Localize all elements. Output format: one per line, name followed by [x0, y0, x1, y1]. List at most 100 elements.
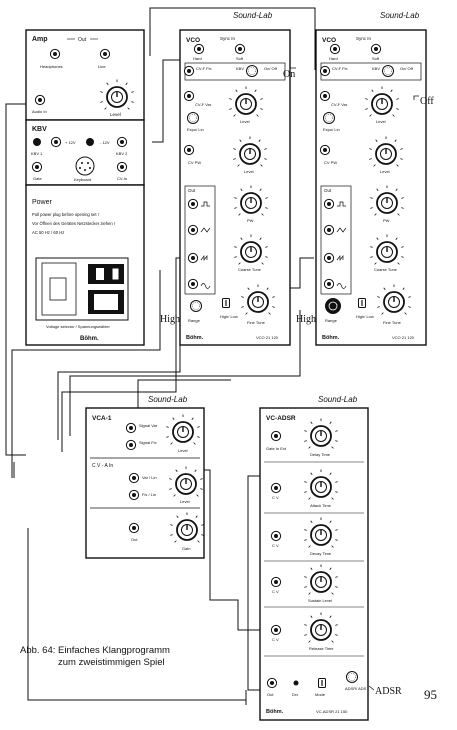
- svg-text:Sound-Lab: Sound-Lab: [148, 395, 188, 404]
- high-right-label: High: [296, 314, 316, 325]
- svg-text:CV PW: CV PW: [324, 160, 337, 165]
- svg-text:Voltage selector / Spannungswä: Voltage selector / Spannungswähler: [46, 324, 110, 329]
- soft-sync-jack[interactable]: [370, 43, 382, 55]
- gate-in-jack[interactable]: [270, 430, 282, 442]
- svg-text:Hard: Hard: [193, 56, 202, 61]
- svg-text:Sound-Lab: Sound-Lab: [233, 11, 273, 20]
- svg-text:Decay Time: Decay Time: [310, 551, 332, 556]
- svg-text:C V: C V: [272, 495, 279, 500]
- mode-switch[interactable]: [317, 677, 327, 689]
- page-number: 95: [424, 687, 437, 702]
- svg-text:Fine Tune: Fine Tune: [383, 320, 402, 325]
- svg-text:VCO: VCO: [186, 37, 200, 44]
- out-sine-jack[interactable]: [323, 278, 335, 290]
- cvf-fix-jack[interactable]: [319, 65, 331, 77]
- release-cv-jack[interactable]: [270, 624, 282, 636]
- svg-text:ADSR/ ADS: ADSR/ ADS: [345, 686, 367, 691]
- svg-text:Signal Var: Signal Var: [139, 423, 158, 428]
- cvf-var-jack[interactable]: [319, 90, 331, 102]
- cv-pw-jack[interactable]: [319, 144, 331, 156]
- svg-text:Range: Range: [325, 318, 338, 323]
- sustain-cv-jack[interactable]: [270, 576, 282, 588]
- cvin-jack[interactable]: [116, 161, 128, 173]
- out-tri-jack[interactable]: [323, 224, 335, 236]
- svg-text:Expo/ Lin: Expo/ Lin: [323, 127, 340, 132]
- svg-text:Out: Out: [131, 537, 138, 542]
- power-title: Power: [32, 199, 53, 206]
- headphones-jack[interactable]: [49, 48, 61, 60]
- svg-text:PW: PW: [383, 218, 390, 223]
- adsr-out-jack[interactable]: [266, 677, 278, 689]
- svg-text:Sound-Lab: Sound-Lab: [380, 11, 420, 20]
- signal-var-jack[interactable]: [125, 422, 137, 434]
- high-low-switch[interactable]: [221, 297, 231, 309]
- svg-text:+ 12V: + 12V: [65, 140, 76, 145]
- svg-text:VCO 21 120: VCO 21 120: [256, 335, 279, 340]
- vca-out-jack[interactable]: [128, 522, 140, 534]
- audio-in-jack[interactable]: [34, 94, 46, 106]
- svg-text:Out: Out: [78, 37, 87, 43]
- svg-text:Mode: Mode: [315, 692, 326, 697]
- vca-module: Sound-Lab VCA-1 Signal Var Signal Fix Le…: [85, 395, 205, 559]
- svg-text:Sync In: Sync In: [356, 36, 372, 41]
- out-sine-jack[interactable]: [187, 278, 199, 290]
- cvf-var-jack[interactable]: [183, 90, 195, 102]
- svg-text:Var / Lin: Var / Lin: [142, 475, 157, 480]
- signal-fix-jack[interactable]: [125, 439, 137, 451]
- svg-text:Gain: Gain: [182, 546, 190, 551]
- svg-text:KBV 1: KBV 1: [31, 151, 43, 156]
- svg-text:Level: Level: [180, 499, 190, 504]
- svg-text:Drv: Drv: [292, 692, 298, 697]
- svg-text:Level: Level: [240, 119, 250, 124]
- kbv1-jack[interactable]: [50, 136, 62, 148]
- svg-text:Fix / Lin: Fix / Lin: [142, 492, 156, 497]
- svg-text:Release Time: Release Time: [309, 646, 334, 651]
- gate-jack[interactable]: [31, 161, 43, 173]
- caption-line1: Abb. 64: Einfaches Klangprogramm: [20, 645, 170, 656]
- svg-text:CV PW: CV PW: [188, 160, 201, 165]
- on-label: On: [283, 69, 295, 80]
- cv-var-lin-jack[interactable]: [128, 472, 140, 484]
- out-pulse-jack[interactable]: [323, 198, 335, 210]
- out-saw-jack[interactable]: [323, 252, 335, 264]
- power-module: Power Pull power plug before opening set…: [25, 184, 145, 346]
- svg-text:KBV 2: KBV 2: [116, 151, 128, 156]
- cvf-fix-jack[interactable]: [183, 65, 195, 77]
- svg-text:Level: Level: [376, 119, 386, 124]
- svg-text:Sound-Lab: Sound-Lab: [318, 395, 358, 404]
- svg-text:VCO: VCO: [322, 37, 336, 44]
- soft-sync-jack[interactable]: [234, 43, 246, 55]
- high-low-switch[interactable]: [357, 297, 367, 309]
- adsr-module: Sound-Lab VC-ADSR Gate In Ext Delay Time…: [259, 395, 369, 721]
- kbv2-jack[interactable]: [116, 136, 128, 148]
- high-left-label: High: [160, 314, 180, 325]
- decay-cv-jack[interactable]: [270, 530, 282, 542]
- line-jack[interactable]: [99, 48, 111, 60]
- svg-text:Coarse Tune: Coarse Tune: [238, 267, 262, 272]
- svg-text:Vor Öffnen des Gerätes Netzste: Vor Öffnen des Gerätes Netzstecker ziehe…: [32, 221, 115, 226]
- out-pulse-jack[interactable]: [187, 198, 199, 210]
- vco-right-module: Sound-Lab VCO Sync In Hard Soft CV-F Fix…: [315, 11, 427, 346]
- svg-text:On/ Off: On/ Off: [264, 66, 278, 71]
- svg-text:Soft: Soft: [236, 56, 244, 61]
- amp-title: Amp: [32, 36, 48, 43]
- svg-text:VCA-1: VCA-1: [92, 415, 112, 422]
- svg-text:Level: Level: [178, 448, 188, 453]
- annotation-labels: On Off High High ADSR: [160, 67, 434, 697]
- svg-text:Hard: Hard: [329, 56, 338, 61]
- svg-text:Attack Time: Attack Time: [310, 503, 332, 508]
- svg-text:Delay Time: Delay Time: [310, 452, 331, 457]
- hard-sync-jack[interactable]: [193, 43, 205, 55]
- svg-text:High/ Low: High/ Low: [356, 314, 374, 319]
- svg-text:Soft: Soft: [372, 56, 380, 61]
- out-saw-jack[interactable]: [187, 252, 199, 264]
- cv-fix-lin-jack[interactable]: [128, 489, 140, 501]
- attack-cv-jack[interactable]: [270, 482, 282, 494]
- svg-text:C V: C V: [272, 637, 279, 642]
- svg-text:C V: C V: [272, 543, 279, 548]
- out-tri-jack[interactable]: [187, 224, 199, 236]
- svg-text:Headphones: Headphones: [40, 64, 63, 69]
- cv-pw-jack[interactable]: [183, 144, 195, 156]
- hard-sync-jack[interactable]: [329, 43, 341, 55]
